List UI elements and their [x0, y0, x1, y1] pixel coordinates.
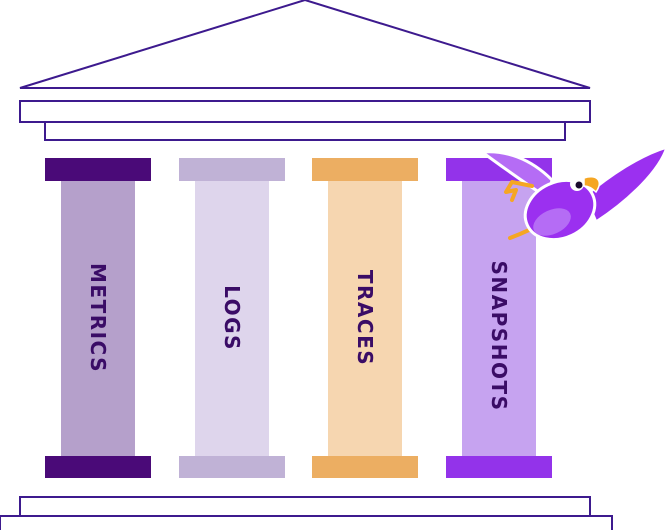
temple-architrave: [44, 121, 566, 141]
bird-belly: [533, 208, 571, 236]
pillar-metrics: METRICS: [45, 158, 151, 478]
pillar-logs-shaft: [195, 181, 269, 456]
bird-beak: [583, 176, 600, 194]
pillar-traces-base: [312, 456, 418, 478]
pillar-snapshots: SNAPSHOTS: [446, 158, 552, 478]
pillar-traces-shaft: [328, 181, 402, 456]
bird-leg-upper: [504, 180, 534, 202]
pillar-logs: LOGS: [179, 158, 285, 478]
pillar-logs-capital: [179, 158, 285, 181]
pillar-metrics-capital: [45, 158, 151, 181]
pillar-metrics-label: METRICS: [86, 263, 110, 373]
pillar-metrics-shaft: [61, 181, 135, 456]
temple-foundation: [0, 515, 613, 530]
pillar-metrics-base: [45, 456, 151, 478]
pillar-logs-label: LOGS: [220, 285, 244, 351]
pillar-traces-label: TRACES: [353, 270, 377, 366]
pillar-snapshots-shaft: [462, 181, 536, 456]
temple-stylobate: [19, 496, 591, 517]
temple-entablature: [19, 100, 591, 123]
pillar-snapshots-base: [446, 456, 552, 478]
purple-bird-icon: [477, 145, 668, 242]
pillar-logs-base: [179, 456, 285, 478]
temple-roof: [19, 0, 591, 89]
bird-front-wing: [583, 145, 668, 225]
pillar-traces: TRACES: [312, 158, 418, 478]
pillar-snapshots-label: SNAPSHOTS: [487, 261, 511, 412]
bird-pupil: [575, 181, 583, 189]
bird-back-wing: [477, 150, 554, 201]
pillar-traces-capital: [312, 158, 418, 181]
